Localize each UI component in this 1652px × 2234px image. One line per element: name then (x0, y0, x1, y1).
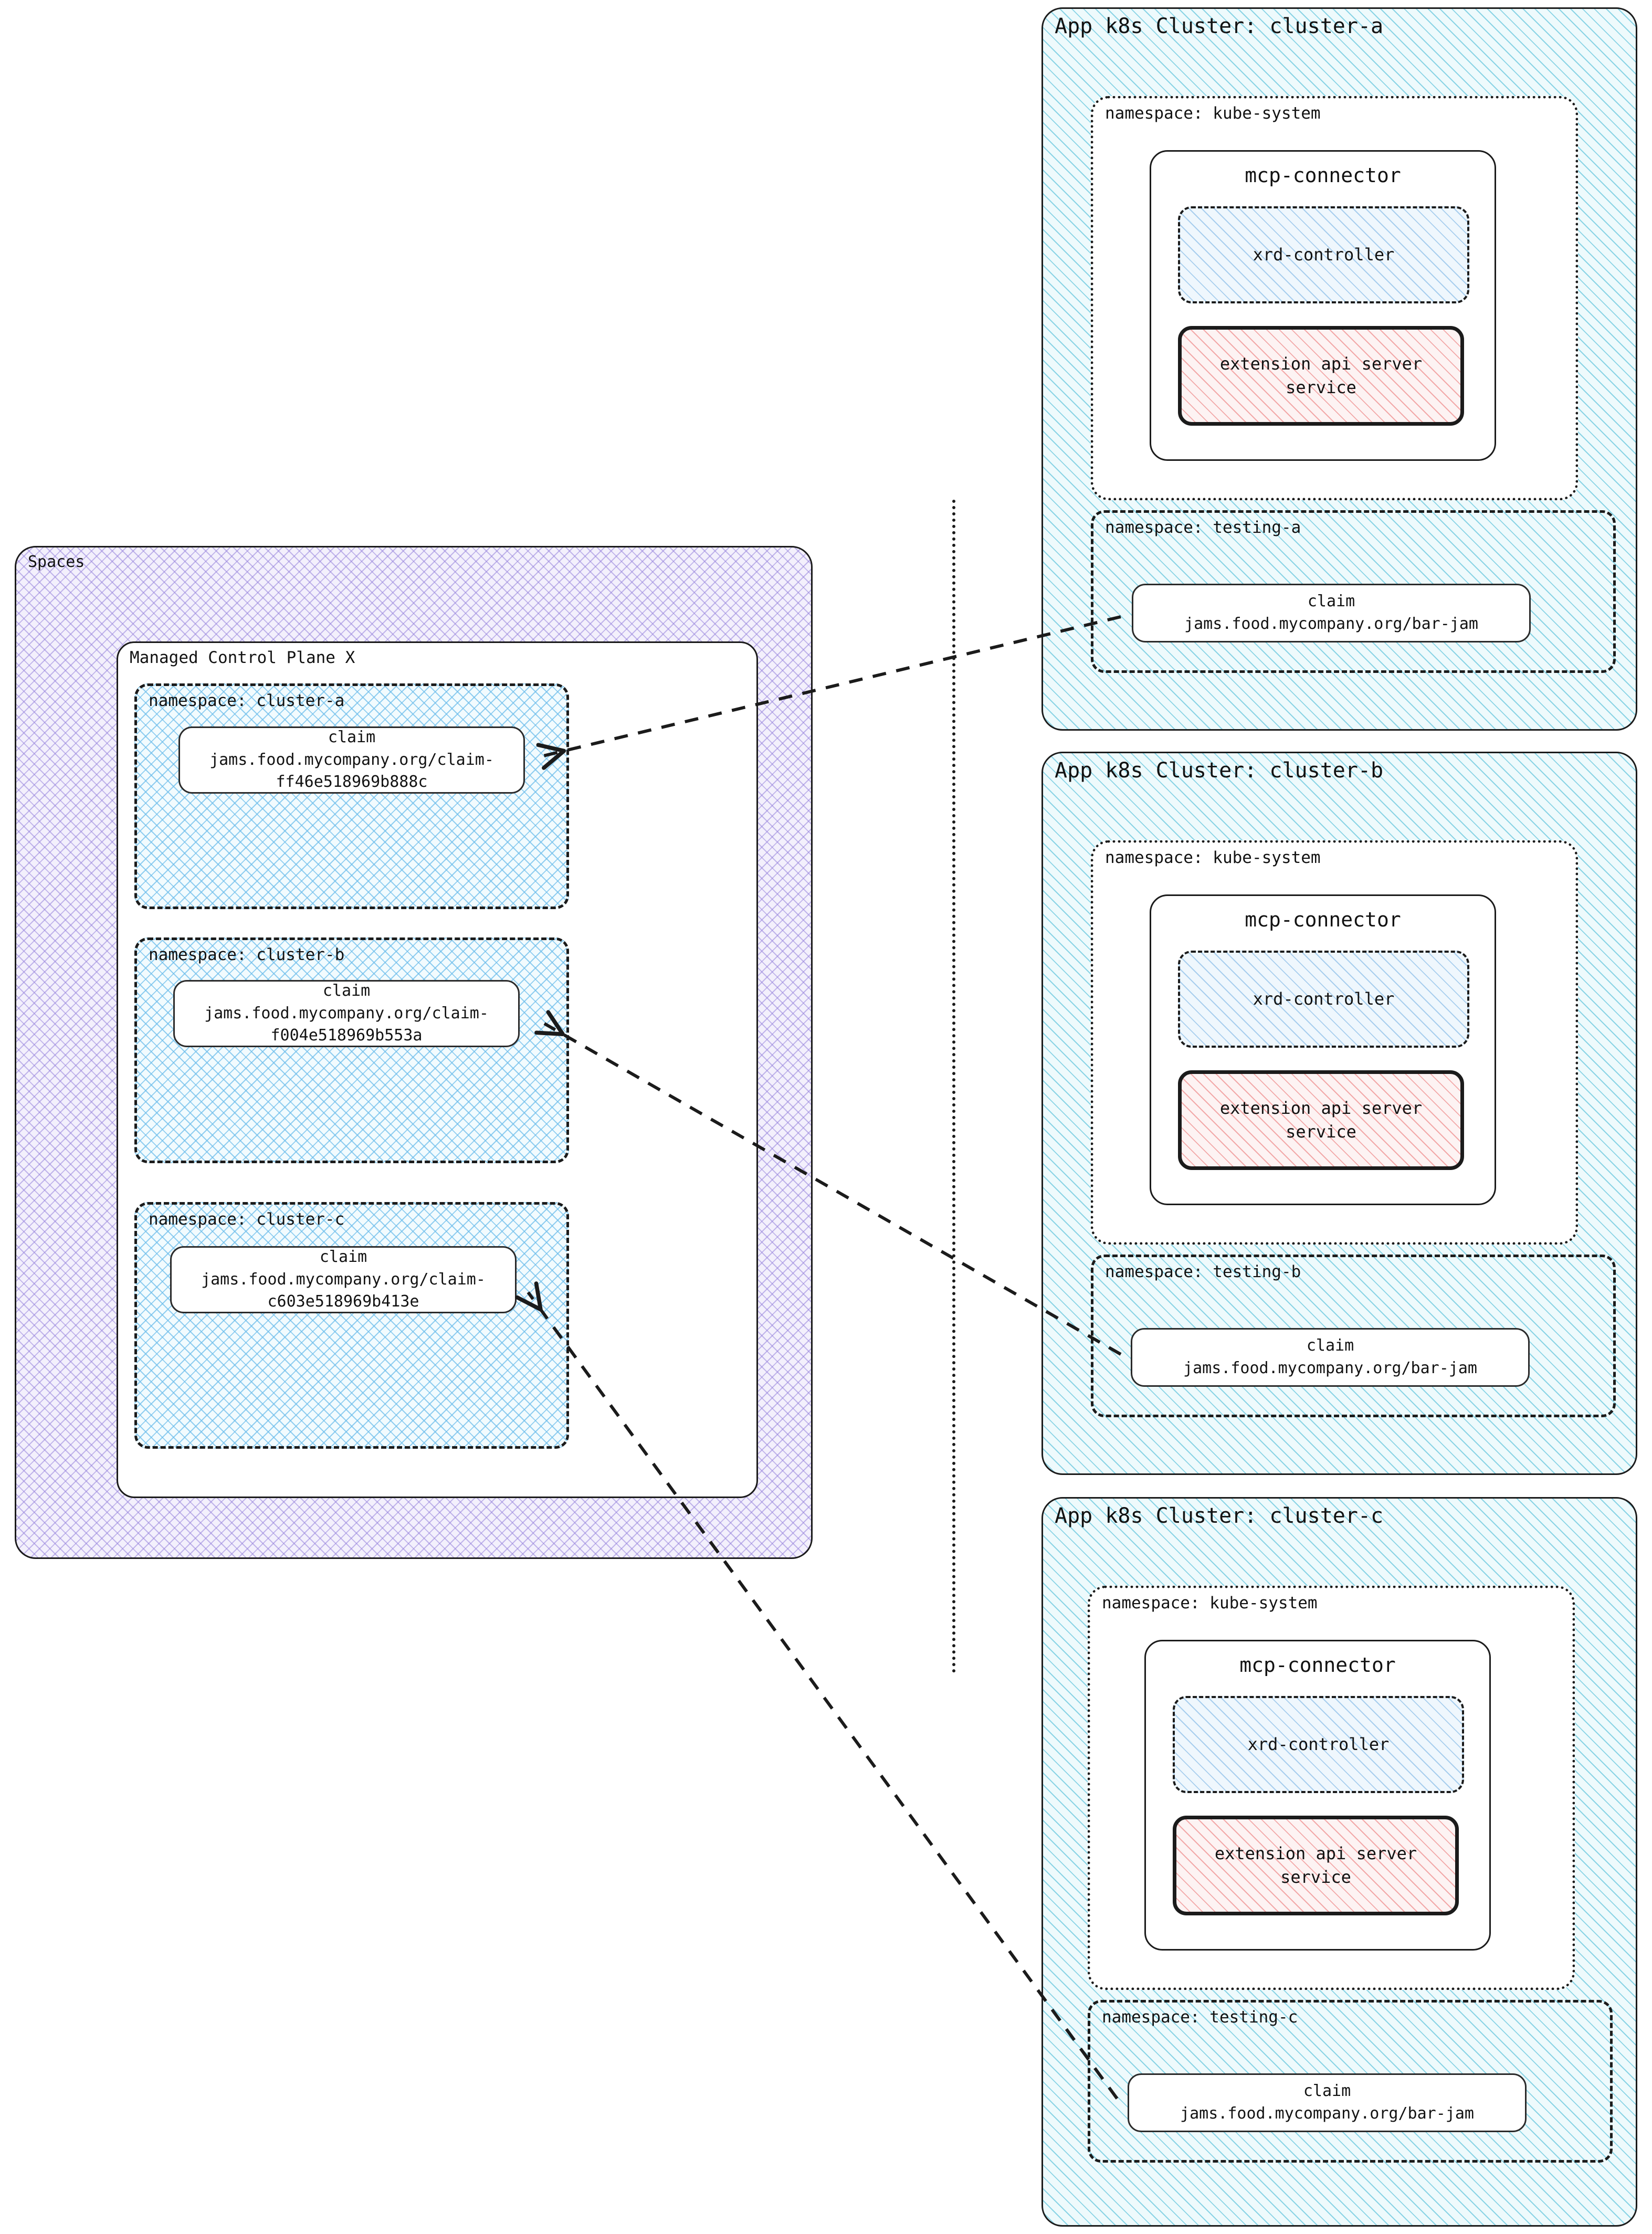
vertical-divider (952, 500, 955, 1673)
cluster-c-extension-api-server[interactable]: extension api server service (1173, 1816, 1459, 1915)
cluster-b-kube-system-label: namespace: kube-system (1105, 848, 1321, 867)
namespace-cluster-c-label: namespace: cluster-c (149, 1210, 345, 1229)
extension-api-label: extension api server service (1214, 1843, 1417, 1887)
cluster-a-testing-claim[interactable]: claim jams.food.mycompany.org/bar-jam (1132, 584, 1531, 642)
cluster-b-title: App k8s Cluster: cluster-b (1055, 758, 1384, 783)
cluster-b-xrd-controller[interactable]: xrd-controller (1178, 951, 1469, 1048)
claim-ref: jams.food.mycompany.org/bar-jam (1184, 615, 1478, 633)
cluster-a-kube-system-label: namespace: kube-system (1105, 104, 1321, 123)
claim-cluster-c[interactable]: claim jams.food.mycompany.org/claim- c60… (170, 1246, 517, 1313)
cluster-b-testing-label: namespace: testing-b (1105, 1262, 1301, 1281)
claim-cluster-b[interactable]: claim jams.food.mycompany.org/claim- f00… (173, 980, 520, 1047)
cluster-b-extension-api-server[interactable]: extension api server service (1178, 1070, 1464, 1170)
claim-kind: claim (319, 1248, 367, 1267)
cluster-c-title: App k8s Cluster: cluster-c (1055, 1504, 1384, 1528)
cluster-b-testing-claim[interactable]: claim jams.food.mycompany.org/bar-jam (1131, 1328, 1530, 1387)
cluster-a-title: App k8s Cluster: cluster-a (1055, 14, 1384, 38)
cluster-a-testing-namespace: namespace: testing-a (1091, 510, 1616, 673)
xrd-controller-label: xrd-controller (1247, 1734, 1390, 1754)
claim-kind: claim (328, 728, 376, 747)
cluster-c-testing-label: namespace: testing-c (1102, 2008, 1298, 2027)
namespace-cluster-b: namespace: cluster-b (134, 937, 569, 1163)
cluster-a-mcp-connector-label: mcp-connector (1245, 164, 1401, 187)
claim-kind: claim (1307, 592, 1355, 611)
namespace-cluster-b-label: namespace: cluster-b (149, 945, 345, 964)
claim-ref: jams.food.mycompany.org/claim- ff46e5189… (209, 750, 494, 792)
namespace-cluster-c: namespace: cluster-c (134, 1202, 569, 1449)
claim-kind: claim (322, 982, 371, 1000)
extension-api-label: extension api server service (1219, 353, 1423, 397)
cluster-a-extension-api-server[interactable]: extension api server service (1178, 326, 1464, 426)
claim-ref: jams.food.mycompany.org/claim- c603e5189… (201, 1270, 486, 1311)
cluster-c-mcp-connector-label: mcp-connector (1239, 1653, 1396, 1677)
namespace-cluster-a: namespace: cluster-a (134, 683, 569, 909)
claim-kind: claim (1303, 2082, 1351, 2101)
spaces-label: Spaces (28, 553, 85, 571)
xrd-controller-label: xrd-controller (1253, 988, 1395, 1009)
cluster-c-testing-claim[interactable]: claim jams.food.mycompany.org/bar-jam (1128, 2073, 1527, 2132)
extension-api-label: extension api server service (1219, 1098, 1423, 1142)
claim-cluster-a[interactable]: claim jams.food.mycompany.org/claim- ff4… (178, 726, 525, 794)
cluster-a-testing-label: namespace: testing-a (1105, 518, 1301, 537)
claim-ref: jams.food.mycompany.org/claim- f004e5189… (204, 1004, 489, 1045)
cluster-a-xrd-controller[interactable]: xrd-controller (1178, 206, 1469, 303)
control-plane-label: Managed Control Plane X (130, 648, 355, 667)
claim-ref: jams.food.mycompany.org/bar-jam (1183, 1359, 1477, 1377)
cluster-b-mcp-connector-label: mcp-connector (1245, 908, 1401, 931)
claim-ref: jams.food.mycompany.org/bar-jam (1180, 2104, 1474, 2123)
cluster-c-xrd-controller[interactable]: xrd-controller (1173, 1696, 1464, 1793)
namespace-cluster-a-label: namespace: cluster-a (149, 691, 345, 710)
xrd-controller-label: xrd-controller (1253, 244, 1395, 265)
claim-kind: claim (1306, 1336, 1354, 1355)
cluster-c-kube-system-label: namespace: kube-system (1102, 1594, 1318, 1613)
